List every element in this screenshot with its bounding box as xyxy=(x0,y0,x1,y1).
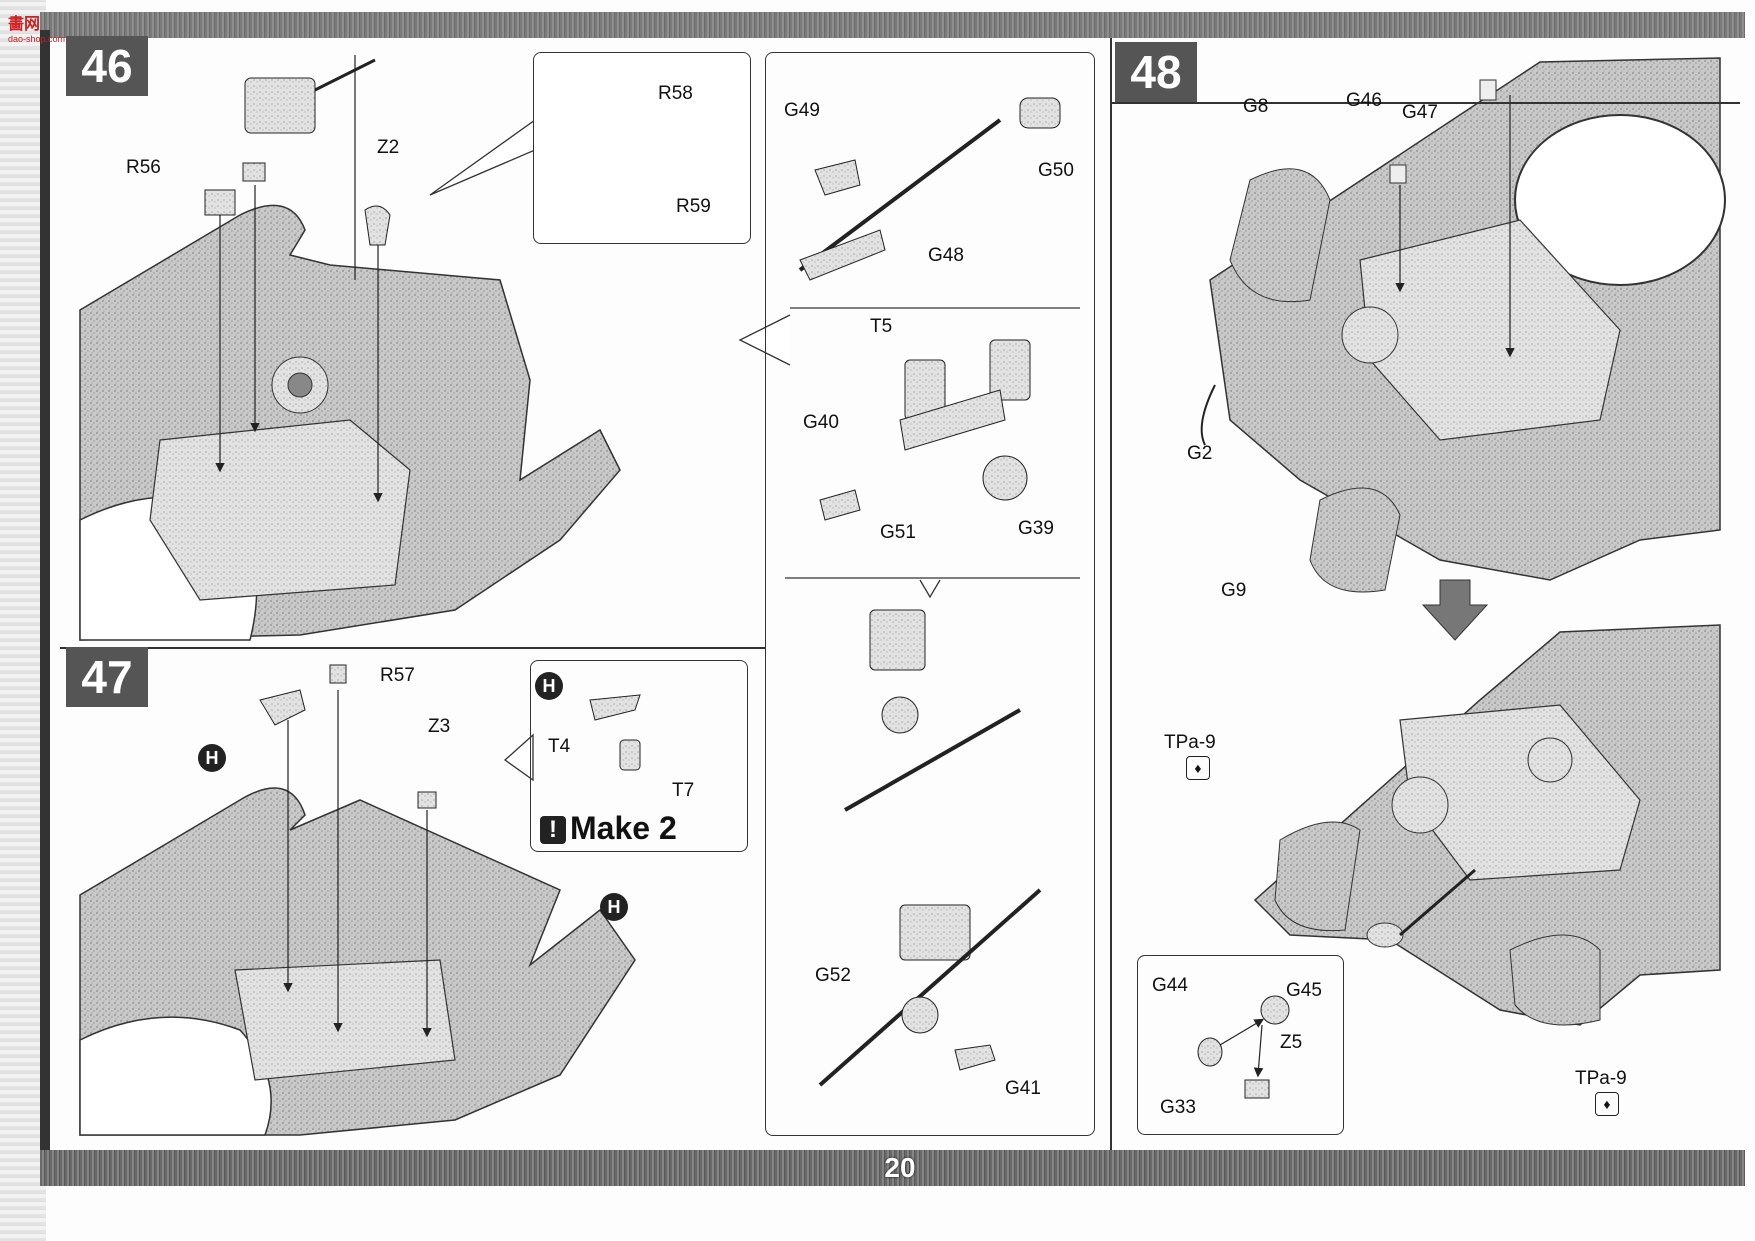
label-tpa9-bottom: TPa-9 xyxy=(1575,1068,1627,1089)
label-g39: G39 xyxy=(1018,518,1054,539)
step48-inset-parts xyxy=(1197,995,1290,1099)
warning-icon: ! xyxy=(540,816,566,844)
step46-parts xyxy=(204,55,391,503)
step48-upper-hull xyxy=(1200,57,1726,593)
step47-inset-panel xyxy=(530,660,748,852)
label-g48: G48 xyxy=(928,245,964,266)
label-g47: G47 xyxy=(1402,102,1438,123)
page-number: 20 xyxy=(884,1152,916,1183)
gun-panel-drawings xyxy=(798,97,1061,1087)
label-t5: T5 xyxy=(870,316,893,337)
label-z5: Z5 xyxy=(1280,1032,1303,1053)
label-r59: R59 xyxy=(676,196,711,217)
label-g2: G2 xyxy=(1187,443,1213,464)
step-number-46: 46 xyxy=(66,36,148,96)
paint-icon: ♦ xyxy=(1595,1092,1619,1116)
label-g46: G46 xyxy=(1346,90,1382,111)
scan-binding-edge xyxy=(0,0,46,1241)
divider-48-header xyxy=(1110,102,1740,104)
make-2-note: !Make 2 xyxy=(540,810,677,847)
step48-inset-panel xyxy=(1137,955,1344,1135)
step46-hull-drawing xyxy=(79,204,621,641)
make-2-text: Make 2 xyxy=(570,810,677,846)
divider-gun-48 xyxy=(1110,38,1112,1150)
watermark-line1: 畵网 xyxy=(8,16,41,33)
step-number-47: 47 xyxy=(66,647,148,707)
label-z3: Z3 xyxy=(428,716,451,737)
step-number-48: 48 xyxy=(1115,42,1197,102)
label-g8: G8 xyxy=(1243,96,1269,117)
label-t7: T7 xyxy=(672,780,695,801)
label-g33: G33 xyxy=(1160,1097,1196,1118)
label-t4: T4 xyxy=(548,736,571,757)
label-g45: G45 xyxy=(1286,980,1322,1001)
label-r58: R58 xyxy=(658,83,693,104)
paint-icon: ♦ xyxy=(1186,756,1210,780)
step47-parts xyxy=(259,664,641,1038)
label-tpa9-top: TPa-9 xyxy=(1164,732,1216,753)
arrow-down-icon xyxy=(1421,579,1489,641)
watermark-logo: 畵网 dao-shop.com xyxy=(8,10,65,44)
label-r56: R56 xyxy=(126,157,161,178)
label-r57: R57 xyxy=(380,665,415,686)
label-g9: G9 xyxy=(1221,580,1247,601)
label-g40: G40 xyxy=(803,412,839,433)
label-g41: G41 xyxy=(1005,1078,1041,1099)
label-g51: G51 xyxy=(880,522,916,543)
label-z2: Z2 xyxy=(377,137,400,158)
step48-lower-hull xyxy=(1253,624,1721,1026)
gun-assembly-panel xyxy=(765,52,1095,1136)
h-marker-icon: H xyxy=(600,893,628,921)
top-border-bar xyxy=(40,12,1745,38)
step46-inset-panel xyxy=(533,52,751,244)
h-marker-icon: H xyxy=(535,672,563,700)
divider-46-47 xyxy=(60,647,765,649)
bottom-border-bar xyxy=(40,1150,1745,1186)
h-marker-icon: H xyxy=(198,744,226,772)
label-g44: G44 xyxy=(1152,975,1188,996)
label-g52: G52 xyxy=(815,965,851,986)
binding-line xyxy=(40,30,50,1180)
watermark-line2: dao-shop.com xyxy=(8,34,66,44)
label-g49: G49 xyxy=(784,100,820,121)
label-g50: G50 xyxy=(1038,160,1074,181)
